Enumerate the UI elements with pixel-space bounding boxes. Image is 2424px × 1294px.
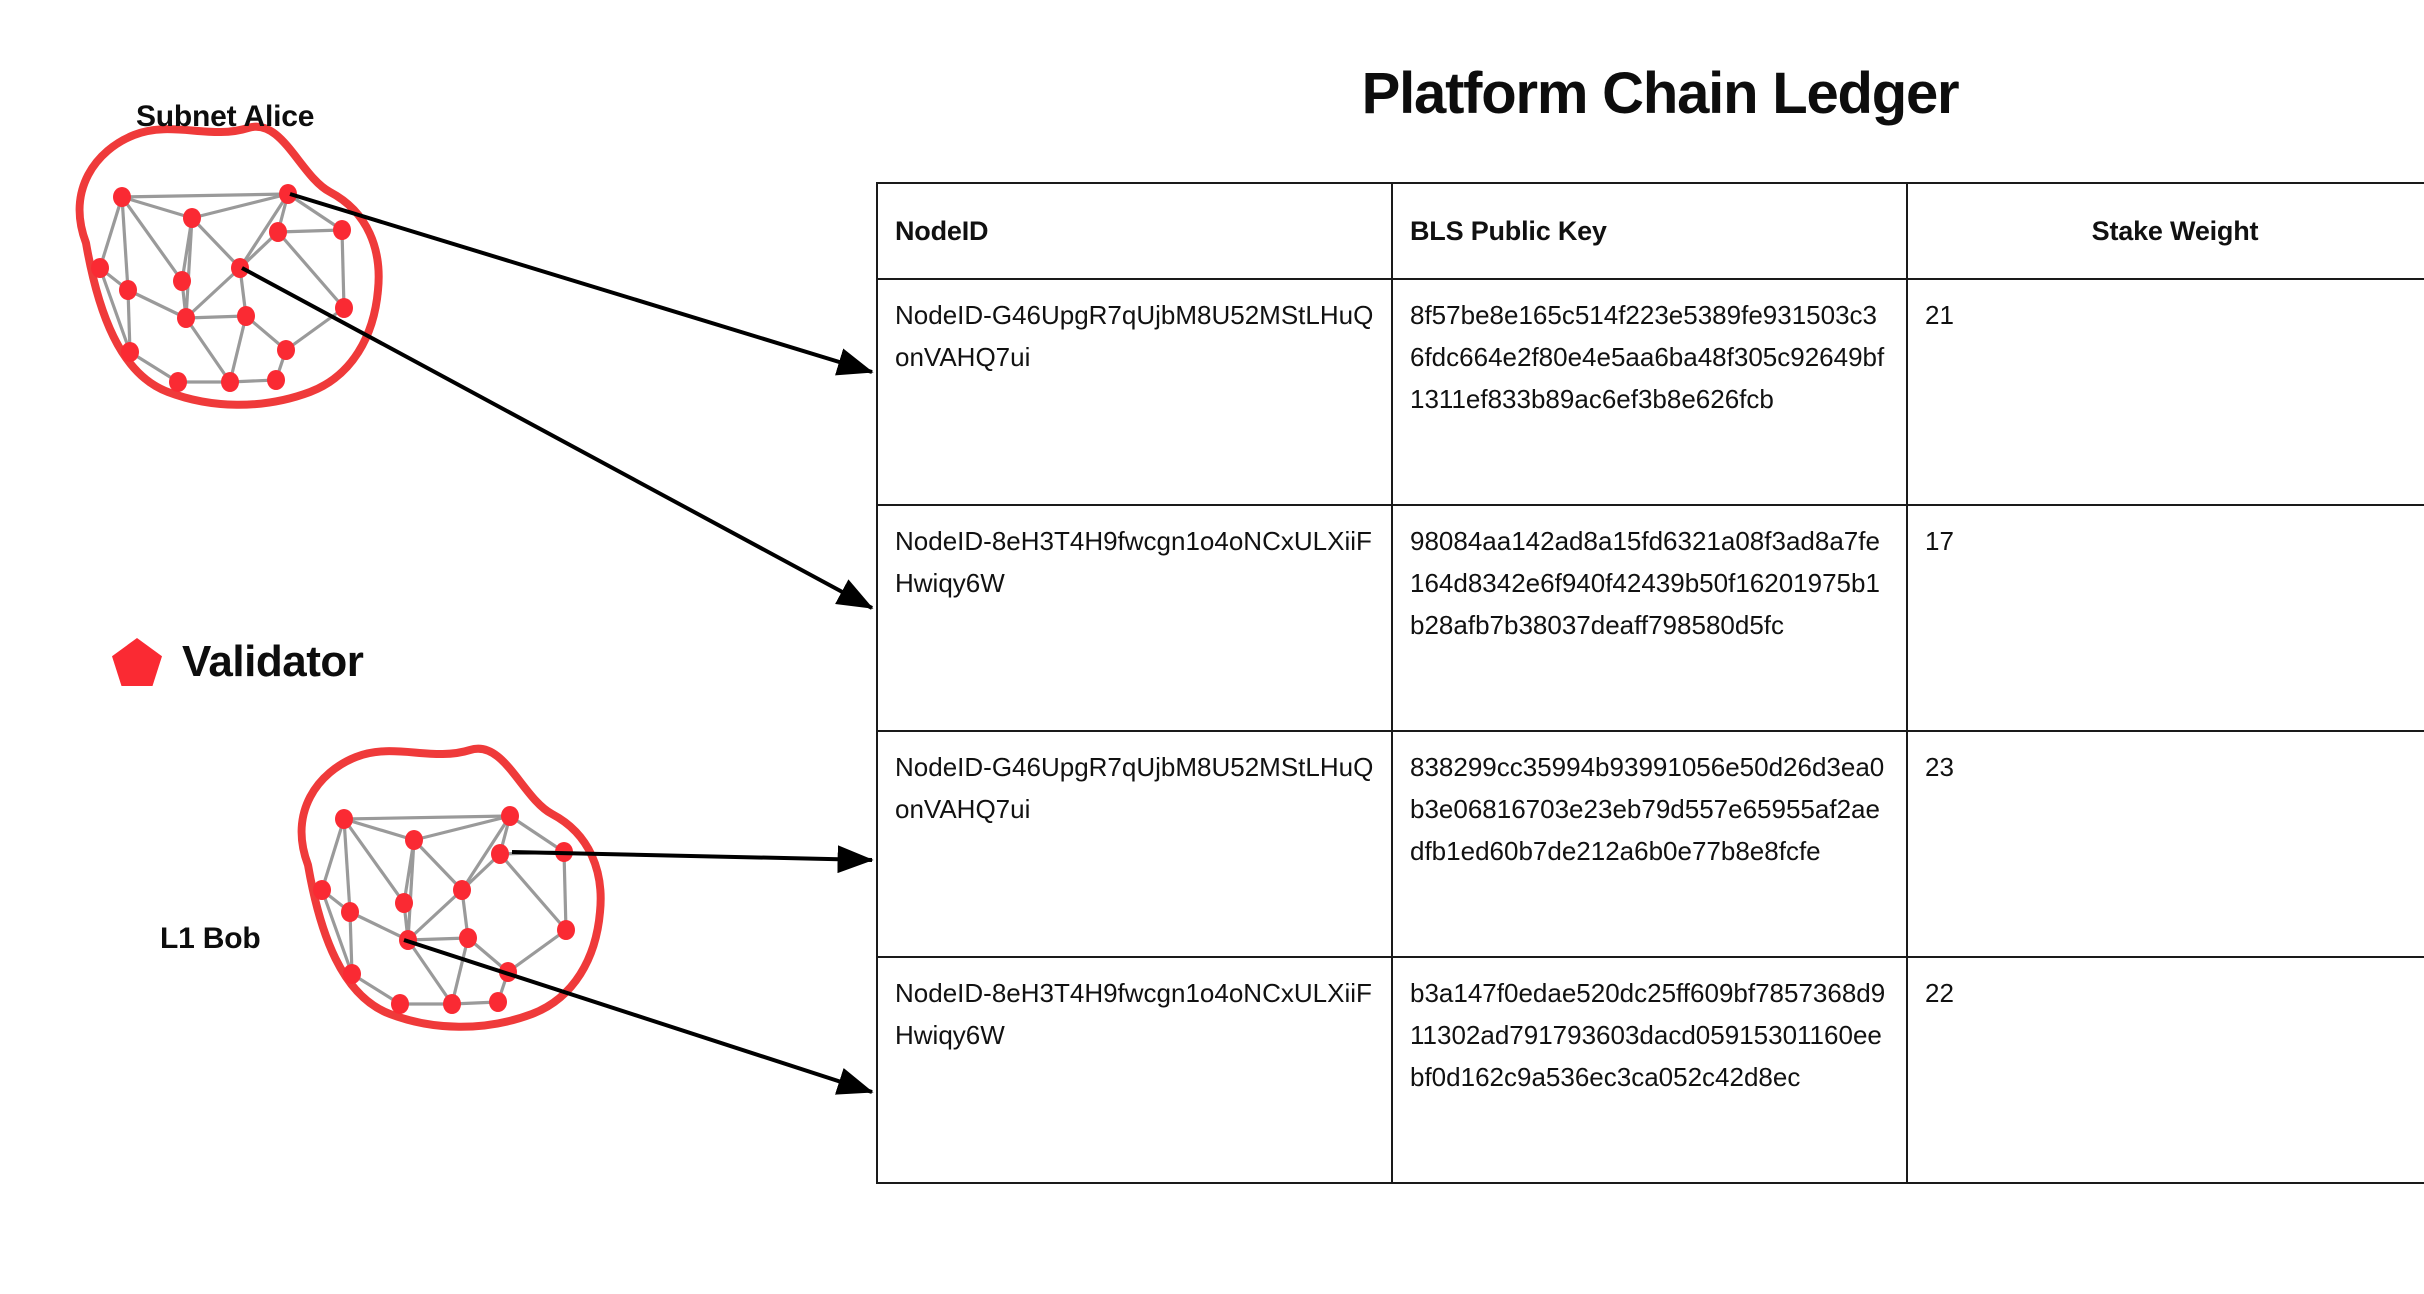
cell-nodeid: NodeID-G46UpgR7qUjbM8U52MStLHuQonVAHQ7ui <box>876 278 1393 506</box>
column-header-stake-weight: Stake Weight <box>1906 182 2424 280</box>
l1-bob-label: L1 Bob <box>160 922 261 955</box>
cell-bls-public-key: 838299cc35994b93991056e50d26d3ea0b3e0681… <box>1391 730 1908 958</box>
cell-nodeid: NodeID-8eH3T4H9fwcgn1o4oNCxULXiiFHwiqy6W <box>876 504 1393 732</box>
table-header-row: NodeID BLS Public Key Stake Weight <box>876 182 2424 280</box>
l1-bob-blob-outline <box>297 744 605 1031</box>
cell-nodeid: NodeID-8eH3T4H9fwcgn1o4oNCxULXiiFHwiqy6W <box>876 956 1393 1184</box>
l1-bob-graph <box>297 744 605 1031</box>
cell-bls-public-key: b3a147f0edae520dc25ff609bf7857368d911302… <box>1391 956 1908 1184</box>
subnet-alice-blob-outline <box>75 122 383 409</box>
column-header-nodeid: NodeID <box>876 182 1393 280</box>
table-row: NodeID-G46UpgR7qUjbM8U52MStLHuQonVAHQ7ui… <box>876 730 2424 958</box>
cell-stake-weight: 17 <box>1906 504 2424 732</box>
cell-nodeid: NodeID-G46UpgR7qUjbM8U52MStLHuQonVAHQ7ui <box>876 730 1393 958</box>
validator-nodes <box>91 184 353 392</box>
table-row: NodeID-G46UpgR7qUjbM8U52MStLHuQonVAHQ7ui… <box>876 278 2424 506</box>
cell-stake-weight: 22 <box>1906 956 2424 1184</box>
platform-chain-ledger-table: NodeID BLS Public Key Stake Weight NodeI… <box>876 182 2424 1184</box>
table-row: NodeID-8eH3T4H9fwcgn1o4oNCxULXiiFHwiqy6W… <box>876 504 2424 732</box>
subnet-alice-graph <box>75 122 383 409</box>
subnet-alice-label: Subnet Alice <box>136 100 315 133</box>
cell-bls-public-key: 98084aa142ad8a15fd6321a08f3ad8a7fe164d83… <box>1391 504 1908 732</box>
cell-stake-weight: 21 <box>1906 278 2424 506</box>
cell-bls-public-key: 8f57be8e165c514f223e5389fe931503c36fdc66… <box>1391 278 1908 506</box>
validator-nodes <box>313 806 575 1014</box>
legend-label: Validator <box>182 637 364 686</box>
page-title: Platform Chain Ledger <box>1361 61 1960 126</box>
table-row: NodeID-8eH3T4H9fwcgn1o4oNCxULXiiFHwiqy6W… <box>876 956 2424 1184</box>
legend-validator: Validator <box>112 637 364 686</box>
column-header-bls-public-key: BLS Public Key <box>1391 182 1908 280</box>
pentagon-icon <box>112 638 162 686</box>
cell-stake-weight: 23 <box>1906 730 2424 958</box>
